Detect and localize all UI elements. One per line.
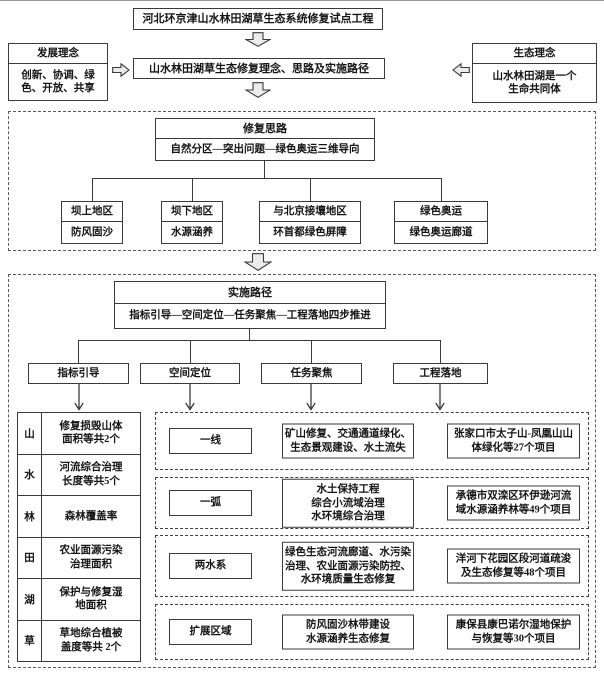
indicator-value: 河流综合治理 长度等共5个: [59, 462, 123, 487]
indicator-key: 田: [18, 537, 42, 578]
implementation-path-subtitle: 指标引导—空间定位—任务聚焦—工程落地四步推进: [129, 310, 371, 322]
step-label: 空间定位: [169, 367, 211, 379]
down-thin-arrow-icon: [306, 384, 316, 411]
branch-baxia-box: 坝下地区 水源涵养: [161, 201, 223, 244]
connector-line: [249, 329, 251, 340]
zone-label-box: 扩展区域: [169, 619, 252, 645]
step-project-landing-box: 工程落地: [393, 363, 488, 384]
implementation-path-header-box: 实施路径 指标引导—空间定位—任务聚焦—工程落地四步推进: [114, 281, 386, 329]
down-thin-arrow-icon: [435, 384, 445, 411]
zone-label-box: 一弧: [169, 490, 252, 516]
branch-beijing-adjacent-box: 与北京接壤地区 环首都绿色屏障: [259, 201, 361, 244]
table-row: 山 修复损毁山体 面积等共2个: [18, 413, 140, 454]
connector-line: [78, 340, 441, 342]
connector-line: [311, 340, 313, 363]
project-title-box: 河北环京津山水林田湖草生态系统修复试点工程: [133, 8, 383, 30]
restoration-idea-subtitle: 自然分区—突出问题—绿色奥运三维导向: [170, 143, 360, 155]
connector-line: [440, 340, 442, 363]
table-row: 湖 保护与修复湿 地面积: [18, 578, 140, 620]
connector-line: [92, 178, 94, 201]
branch-subtitle: 环首都绿色屏障: [273, 226, 347, 238]
connector-line: [78, 340, 80, 363]
connector-line: [264, 161, 266, 178]
indicator-key: 水: [18, 454, 42, 495]
development-concept-header: 发展理念: [9, 44, 107, 64]
development-concept-box: 发展理念 创新、协调、绿 色、开放、共享: [8, 43, 108, 101]
down-block-arrow-icon: [245, 32, 271, 47]
indicator-table: 山 修复损毁山体 面积等共2个 水 河流综合治理 长度等共5个 林 森林覆盖率 …: [17, 412, 141, 662]
down-thin-arrow-icon: [74, 384, 84, 411]
branch-title: 与北京接壤地区: [260, 202, 360, 222]
restoration-idea-title: 修复思路: [156, 119, 374, 139]
development-concept-body: 创新、协调、绿 色、开放、共享: [21, 69, 95, 95]
zone-label-box: 两水系: [169, 553, 252, 579]
down-thin-arrow-icon: [185, 384, 195, 411]
project-box: 康保县康巴诺尔湿地保护 与恢复等30个项目: [447, 614, 580, 650]
indicator-value: 森林覆盖率: [64, 510, 118, 522]
step-spatial-positioning-box: 空间定位: [140, 363, 240, 384]
branch-subtitle: 防风固沙: [71, 226, 113, 238]
left-block-arrow-icon: [452, 63, 470, 77]
indicator-key: 林: [18, 496, 42, 537]
down-block-arrow-icon: [244, 253, 272, 271]
step-task-focus-box: 任务聚焦: [261, 363, 362, 384]
branch-bashang-box: 坝上地区 防风固沙: [61, 201, 123, 244]
table-row: 水 河流综合治理 长度等共5个: [18, 453, 140, 495]
step-label: 指标引导: [57, 367, 100, 379]
connector-line: [190, 340, 192, 363]
zone-label-box: 一线: [169, 428, 252, 454]
connector-line: [441, 178, 443, 201]
connector-line: [92, 178, 441, 180]
step-label: 任务聚焦: [290, 367, 333, 379]
indicator-key: 山: [18, 413, 42, 454]
branch-title: 坝下地区: [162, 202, 222, 222]
zone-row-line: 一线 矿山修复、交通通道绿化、 生态景观建设、水土流失 张家口市太子山-凤凰山山…: [155, 412, 589, 470]
connector-line: [310, 178, 312, 201]
connector-line: [192, 178, 194, 201]
project-title: 河北环京津山水林田湖草生态系统修复试点工程: [142, 13, 374, 25]
step-label: 工程落地: [419, 367, 462, 379]
core-concept-label: 山水林田湖草生态修复理念、思路及实施路径: [149, 62, 369, 75]
indicator-value: 保护与修复湿 地面积: [59, 586, 123, 612]
project-box: 张家口市太子山-凤凰山山 体绿化等27个项目: [447, 423, 580, 459]
task-box: 绿色生态河流廊道、水污染 治理、农业面源污染防控、 水环境质量生态修复: [282, 541, 414, 591]
indicator-value: 农业面源污染 治理面积: [59, 545, 123, 570]
implementation-path-title: 实施路径: [115, 282, 385, 304]
right-block-arrow-icon: [112, 63, 130, 77]
branch-title: 绿色奥运: [395, 202, 487, 222]
implementation-path-section: 实施路径 指标引导—空间定位—任务聚焦—工程落地四步推进 指标引导 空间定位 任…: [8, 274, 596, 668]
table-row: 田 农业面源污染 治理面积: [18, 536, 140, 578]
task-box: 水土保持工程 综合小流域治理 水环境综合治理: [282, 478, 414, 528]
eco-concept-header: 生态理念: [473, 44, 596, 64]
indicator-value: 草地综合植被 盖度等共 2个: [59, 628, 123, 653]
indicator-key: 草: [18, 620, 42, 661]
indicator-value: 修复损毁山体 面积等共2个: [59, 420, 123, 446]
zone-row-arc: 一弧 水土保持工程 综合小流域治理 水环境综合治理 承德市双滦区环伊逊河流 域水…: [155, 477, 589, 529]
eco-concept-box: 生态理念 山水林田湖是一个 生命共同体: [472, 43, 597, 103]
indicator-key: 湖: [18, 579, 42, 620]
branch-title: 坝上地区: [62, 202, 122, 222]
down-block-arrow-icon: [245, 82, 271, 98]
restoration-idea-header-box: 修复思路 自然分区—突出问题—绿色奥运三维导向: [155, 118, 375, 161]
task-box: 防风固沙林带建设 水源涵养生态修复: [282, 614, 414, 650]
branch-subtitle: 绿色奥运廊道: [409, 226, 473, 238]
zone-row-expansion: 扩展区域 防风固沙林带建设 水源涵养生态修复 康保县康巴诺尔湿地保护 与恢复等3…: [155, 604, 589, 660]
project-box: 承德市双滦区环伊逊河流 域水源涵养林等49个项目: [447, 485, 580, 521]
branch-green-olympics-box: 绿色奥运 绿色奥运廊道: [394, 201, 488, 244]
step-indicator-guidance-box: 指标引导: [28, 363, 129, 384]
project-box: 洋河下花园区段河道疏浚 及生态修复等48个项目: [447, 548, 580, 584]
eco-concept-body: 山水林田湖是一个 生命共同体: [492, 70, 577, 96]
table-row: 草 草地综合植被 盖度等共 2个: [18, 619, 140, 661]
core-concept-box: 山水林田湖草生态修复理念、思路及实施路径: [133, 58, 385, 79]
task-box: 矿山修复、交通通道绿化、 生态景观建设、水土流失: [282, 423, 414, 459]
branch-subtitle: 水源涵养: [171, 226, 213, 238]
restoration-idea-section: 修复思路 自然分区—突出问题—绿色奥运三维导向 坝上地区 防风固沙 坝下地区 水…: [8, 111, 596, 251]
zone-row-two-rivers: 两水系 绿色生态河流廊道、水污染 治理、农业面源污染防控、 水环境质量生态修复 …: [155, 535, 589, 597]
table-row: 林 森林覆盖率: [18, 495, 140, 537]
